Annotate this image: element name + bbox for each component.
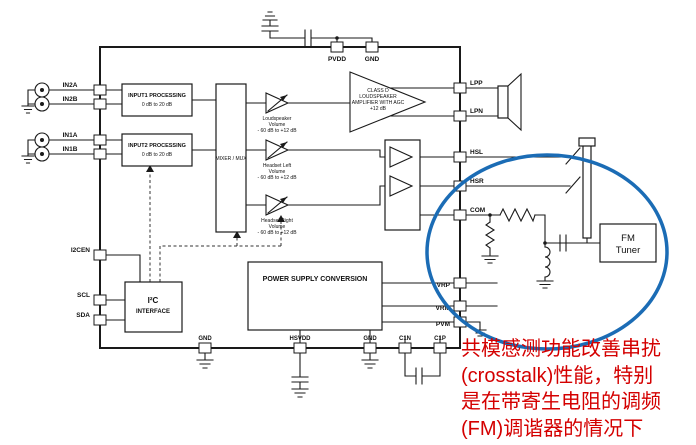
input2-title: INPUT2 PROCESSING [128, 143, 186, 149]
pin-label-hsr: HSR [470, 178, 484, 185]
i2c-interface-block [124, 281, 183, 333]
top-decoupling [261, 11, 373, 47]
shunt-resistor [484, 221, 496, 249]
pin-label-hsl: HSL [470, 149, 483, 156]
arrowhead [233, 231, 241, 238]
headset-jack [465, 137, 596, 239]
ground-symbol [361, 352, 379, 369]
annotation-line-2: (crosstalk)性能，特别 [461, 364, 654, 387]
ground-symbol [465, 321, 487, 337]
pin-label-gnd2: GND [363, 336, 377, 342]
series-resistor [499, 207, 536, 223]
pin-label-in2b: IN2B [63, 96, 78, 103]
decoupling-cap [291, 352, 309, 398]
headset-left-buffer [389, 146, 414, 168]
pin-label-lpn: LPN [470, 108, 483, 115]
annotation-line-4: (FM)调谐器的情况下 [461, 417, 644, 440]
class-d-amplifier [349, 71, 427, 133]
input1-title: INPUT1 PROCESSING [128, 93, 186, 99]
i2c-control-lines [146, 165, 285, 282]
input1-range: 0 dB to 20 dB [142, 102, 173, 108]
ground-symbol [536, 276, 554, 289]
pin-boxes [93, 41, 467, 354]
fm-tuner-label1: FM [621, 233, 635, 244]
ground-symbol [21, 139, 36, 164]
pin-label-pvm: PVM [436, 321, 450, 328]
highlight-ellipse [425, 153, 669, 351]
rca-pin [40, 102, 44, 106]
mixer-label: MIXER / MUX [215, 156, 247, 162]
classd-label4: +12 dB [370, 106, 387, 112]
input2-range: 0 dB to 20 dB [142, 152, 173, 158]
rca-pin [40, 88, 44, 92]
pin-label-vrp: VRP [437, 282, 451, 289]
i2c-label: I²C [148, 296, 159, 305]
classd-label2: LOUDSPEAKER [359, 94, 397, 100]
headset-left-vol-range: - 60 dB to +12 dB [257, 175, 297, 181]
pin-label-hsvdd: HSVDD [289, 336, 311, 342]
flying-cap [404, 352, 441, 385]
junction-dot [335, 36, 339, 40]
annotation-line-3: 是在带寄生电阻的调频 [461, 391, 661, 413]
headset-right-vol-range: - 60 dB to +12 dB [257, 230, 297, 236]
power-supply-label: POWER SUPPLY CONVERSION [263, 276, 368, 283]
right-externals [465, 282, 498, 337]
pin-label-in1b: IN1B [63, 146, 78, 153]
arrowhead [146, 165, 154, 172]
fm-tuner-block [599, 223, 657, 263]
input-connectors [21, 82, 95, 164]
headset-right-vol-label2: Volume [269, 224, 286, 230]
power-supply-block [247, 261, 383, 331]
capacitor-wiring [261, 19, 373, 47]
input2-processing-block [121, 133, 193, 167]
volume-amplifiers [265, 92, 290, 216]
mixer-mux-block [215, 83, 247, 233]
ground-symbol [481, 247, 499, 264]
speaker-icon [465, 72, 522, 132]
loudspeaker-vol-label: Loudspeaker [263, 116, 292, 122]
pin-label-c1p: C1P [434, 336, 446, 342]
classd-label1: CLASS D [367, 88, 389, 94]
annotation-text: 共模感测功能改善串扰 (crosstalk)性能，特别 是在带寄生电阻的调频 (… [461, 336, 696, 442]
pin-label-in2a: IN2A [63, 82, 78, 89]
com-sense-network [465, 207, 601, 289]
headset-right-buffer [389, 175, 414, 197]
rca-pin [40, 152, 44, 156]
i2c-label2: INTERFACE [136, 309, 170, 315]
pin-label-gnd-top: GND [365, 56, 380, 63]
pin-label-gnd1: GND [198, 336, 212, 342]
rca-pin [40, 138, 44, 142]
loudspeaker-vol-label2: Volume [269, 122, 286, 128]
pin-label-pvdd: PVDD [328, 56, 346, 63]
pin-label-c1n: C1N [399, 336, 411, 342]
annotation-line-1: 共模感测功能改善串扰 [461, 338, 661, 360]
headset-left-vol-label2: Volume [269, 169, 286, 175]
ground-symbol [262, 11, 278, 21]
input-wires [48, 89, 95, 155]
pin-label-vrm: VRM [436, 305, 450, 312]
ground-symbol [196, 352, 214, 369]
ground-symbol [21, 89, 36, 114]
headset-right-vol-label: Headset Right [261, 218, 293, 224]
headset-left-vol-label: Headset Left [263, 163, 292, 169]
loudspeaker-vol-range: - 60 dB to +12 dB [257, 128, 297, 134]
pin-label-in1a: IN1A [63, 132, 78, 139]
parasitic-inductor [544, 246, 551, 278]
pin-label-scl: SCL [77, 292, 90, 299]
pin-label-com: COM [470, 207, 485, 214]
pin-label-lpp: LPP [470, 80, 483, 87]
classd-label3: AMPLIFIER WITH AGC [352, 100, 405, 106]
input1-processing-block [121, 83, 193, 117]
fm-tuner-label2: Tuner [616, 245, 640, 256]
bottom-externals [196, 352, 441, 398]
jack-top [578, 137, 596, 147]
arrowhead [277, 215, 285, 222]
pin-label-i2cen: I2CEN [71, 247, 90, 254]
pin-label-sda: SDA [76, 312, 90, 319]
